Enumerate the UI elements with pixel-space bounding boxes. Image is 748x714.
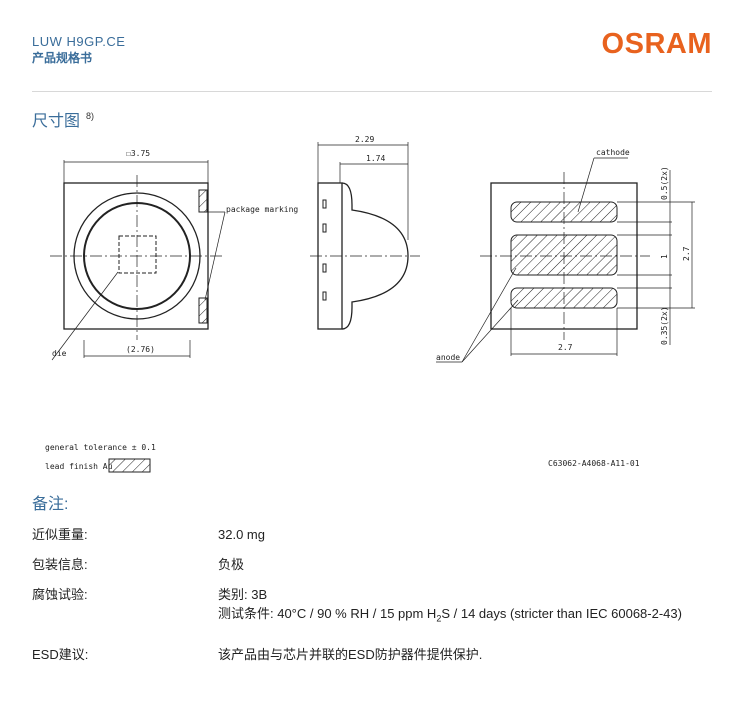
dim-top-width: ☐3.75 [126, 149, 150, 158]
note-value: 该产品由与芯片并联的ESD防护器件提供保护. [218, 647, 483, 662]
side-view [310, 142, 420, 330]
document-header: LUW H9GP.CE 产品规格书 [32, 34, 125, 66]
dim-total-pad: 2.7 [682, 246, 691, 261]
top-view [50, 160, 226, 361]
dim-pad-height: 0.5(2x) [660, 166, 669, 200]
footnote-marker: 8) [86, 111, 95, 121]
note-value: 32.0 mg [218, 527, 265, 542]
dimension-drawing: ☐3.75 package marking die (2.76) 2.29 1.… [45, 135, 695, 473]
note-key: 腐蚀试验: [32, 587, 88, 602]
dim-top-inner: (2.76) [126, 345, 155, 354]
label-anode: anode [436, 353, 460, 362]
product-code: LUW H9GP.CE [32, 34, 126, 49]
dim-bottom-width: 2.7 [558, 343, 573, 352]
label-cathode: cathode [596, 148, 630, 157]
dim-pad-gap: 1 [660, 254, 669, 259]
test-condition-subscript: 2 [436, 613, 442, 624]
section-title-text: 尺寸图 [32, 113, 81, 130]
note-key: ESD建议: [32, 647, 89, 662]
drawing-number: C63062-A4068-A11-01 [548, 459, 640, 468]
document-subtitle: 产品规格书 [32, 51, 93, 65]
lead-finish: lead finish Au [45, 462, 113, 471]
test-condition-prefix: 测试条件: 40°C / 90 % RH / 15 ppm H [218, 606, 437, 621]
lead-finish-hatch-swatch [108, 458, 151, 473]
label-die: die [52, 349, 67, 358]
label-package-marking: package marking [226, 205, 298, 214]
osram-logo: OSRAM [601, 28, 712, 60]
notes-title: 备注: [32, 496, 69, 513]
note-value: 测试条件: 40°C / 90 % RH / 15 ppm H2S / 14 d… [218, 605, 708, 628]
note-value: 类别: 3B [218, 587, 268, 602]
bottom-view [436, 157, 695, 363]
header-divider [32, 91, 712, 92]
note-value: 负极 [218, 557, 245, 572]
general-tolerance: general tolerance ± 0.1 [45, 443, 156, 452]
dim-side-total: 2.29 [355, 135, 374, 144]
dim-pad-bottom: 0.35(2x) [660, 306, 669, 345]
dim-side-dome: 1.74 [366, 154, 385, 163]
note-key: 包装信息: [32, 557, 88, 572]
test-condition-suffix: S / 14 days (stricter than IEC 60068-2-4… [441, 606, 682, 621]
note-key: 近似重量: [32, 527, 88, 542]
section-title: 尺寸图 8) [32, 107, 94, 131]
